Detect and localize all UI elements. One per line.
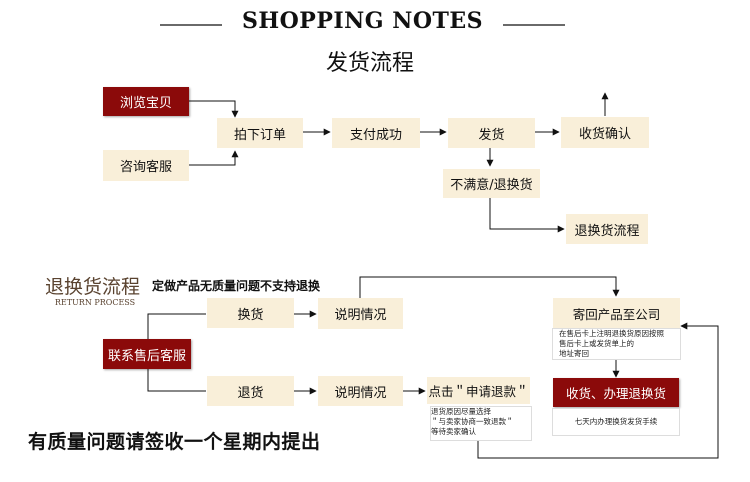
unsatisfied-box: 不满意/退换货 xyxy=(443,169,540,198)
policy-note: 定做产品无质量问题不支持退换 xyxy=(152,279,321,293)
apply-refund-note: 退货原因尽量选择 ＂与卖家协商一致退款＂ 等待卖家确认 xyxy=(431,407,531,440)
browse-box: 浏览宝贝 xyxy=(103,87,189,116)
order-box: 拍下订单 xyxy=(217,118,303,148)
consult-box: 咨询客服 xyxy=(103,150,189,181)
title-cn: 发货流程 xyxy=(325,51,414,76)
ship-box: 发货 xyxy=(448,118,535,148)
receive-process-note: 七天内办理换货发货手续 xyxy=(553,409,679,435)
exchange-flow-box: 退换货流程 xyxy=(566,214,648,244)
title-en: SHOPPING NOTES xyxy=(241,8,484,34)
send-back-box: 寄回产品至公司 xyxy=(553,298,680,328)
footer-notice: 有质量问题请签收一个星期内提出 xyxy=(28,431,321,453)
apply-refund-box: 点击＂申请退款＂ xyxy=(427,377,530,404)
explain-box-1: 说明情况 xyxy=(318,298,403,329)
return-process-title-cn: 退换货流程 xyxy=(45,276,141,298)
confirm-box: 收货确认 xyxy=(561,117,649,148)
send-back-note: 在售后卡上注明退换货原因按照 售后卡上或发货单上的 地址寄回 xyxy=(553,329,680,359)
return-process-title-en: RETURN PROCESS xyxy=(54,298,136,307)
paid-box: 支付成功 xyxy=(332,118,420,148)
contact-service-box: 联系售后客服 xyxy=(103,339,191,369)
receive-process-box: 收货、办理退换货 xyxy=(553,378,679,407)
exchange-box: 换货 xyxy=(207,298,294,328)
explain-box-2: 说明情况 xyxy=(318,376,403,406)
return-box: 退货 xyxy=(207,376,294,406)
